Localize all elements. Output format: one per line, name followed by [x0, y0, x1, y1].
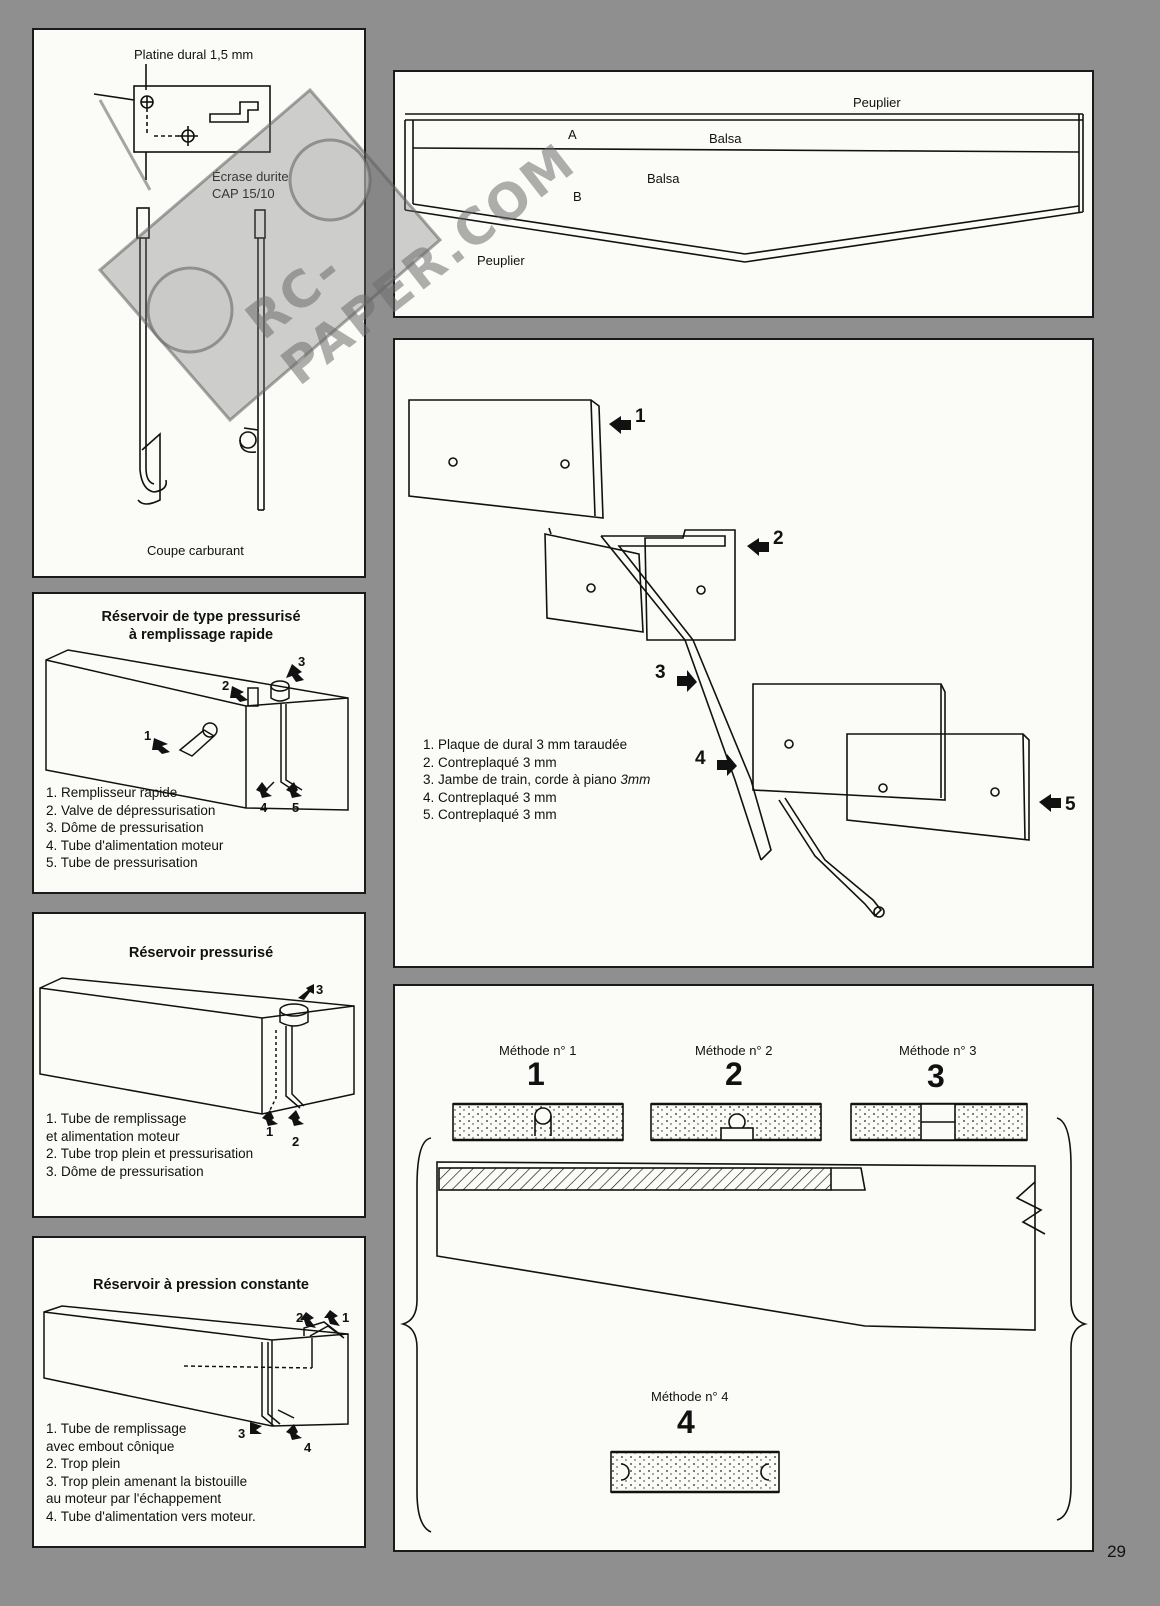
- tank-constant-legend-2: 2. Trop plein: [46, 1456, 121, 1471]
- method-2-number: 2: [725, 1056, 743, 1092]
- fuel-shutoff-drawing: [93, 64, 271, 511]
- tank-rapid-legend-2: 2. Valve de dépressurisation: [46, 802, 216, 818]
- tank-constant-marker-3: 3: [238, 1426, 246, 1441]
- tank-rapid-marker-4: 4: [260, 800, 268, 815]
- gear-legend-item-5: 5. Contreplaqué 3 mm: [423, 807, 557, 822]
- gear-legend-item-4: 4. Contreplaqué 3 mm: [423, 789, 557, 805]
- label-coupe-carburant: Coupe carburant: [147, 543, 244, 558]
- method-2-label: Méthode n° 2: [695, 1043, 773, 1058]
- label-platine: Platine dural 1,5 mm: [134, 47, 254, 62]
- tank-constant-marker-1: 1: [342, 1310, 350, 1325]
- tank-constant-title: Réservoir à pression constante: [93, 1277, 309, 1293]
- gear-marker-3: 3: [655, 662, 666, 683]
- method-3-label: Méthode n° 3: [899, 1043, 977, 1058]
- tank-pressurized-legend-3: 3. Dôme de pressurisation: [46, 1163, 204, 1179]
- label-a: A: [568, 127, 577, 142]
- label-balsa-2: Balsa: [647, 171, 680, 186]
- tank-constant-legend-4: 4. Tube d'alimentation vers moteur.: [46, 1508, 256, 1524]
- tank-pressurized-legend: 1. Tube de remplissage et alimentation m…: [46, 1110, 253, 1180]
- tank-rapid-legend: 1. Remplisseur rapide 2. Valve de dépres…: [46, 784, 223, 872]
- methods-drawing: [400, 1102, 1088, 1533]
- panel-landing-gear: 1 2 3 4 5 1. Plaque de dural 3 mm taraud…: [393, 338, 1094, 968]
- gear-marker-5: 5: [1065, 794, 1076, 815]
- tank-pressurized-title: Réservoir pressurisé: [128, 945, 274, 961]
- tank-pressurized-legend-2: 2. Tube trop plein et pressurisation: [46, 1146, 254, 1161]
- tank-rapid-legend-5: 5. Tube de pressurisation: [46, 855, 198, 870]
- panel-fuel-shutoff: Platine dural 1,5 mm Écrase durite CAP 1…: [32, 28, 366, 578]
- gear-legend-item-2: 2. Contreplaqué 3 mm: [423, 754, 557, 770]
- tank-pressurized-marker-1: 1: [266, 1124, 274, 1139]
- gear-legend-item-1: 1. Plaque de dural 3 mm taraudée: [423, 737, 628, 752]
- method-1-label: Méthode n° 1: [499, 1043, 577, 1058]
- gear-legend-item-3-row: 3. Jambe de train, corde à piano 3mm: [423, 771, 650, 789]
- gear-legend: 1. Plaque de dural 3 mm taraudée 2. Cont…: [423, 736, 650, 824]
- tank-rapid-marker-2: 2: [222, 678, 230, 693]
- panel-tank-rapid-fill: Réservoir de type pressurisé à remplissa…: [32, 592, 366, 894]
- tank-pressurized-marker-3: 3: [316, 982, 324, 997]
- page-number: 29: [1107, 1542, 1126, 1561]
- method-3-number: 3: [927, 1058, 945, 1094]
- tank-pressurized-legend-1b: et alimentation moteur: [46, 1128, 180, 1144]
- tank-rapid-title-1: Réservoir de type pressurisé: [101, 609, 301, 625]
- tank-pressurized-drawing: [39, 977, 355, 1126]
- tank-rapid-legend-4: 4. Tube d'alimentation moteur: [46, 837, 224, 853]
- tank-constant-legend: 1. Tube de remplissage avec embout côniq…: [46, 1420, 256, 1525]
- label-b: B: [573, 189, 582, 204]
- tank-pressurized-legend-1: 1. Tube de remplissage: [46, 1111, 187, 1126]
- tank-constant-legend-3: 3. Trop plein amenant la bistouille: [46, 1473, 248, 1489]
- method-4-label: Méthode n° 4: [651, 1389, 729, 1404]
- tank-rapid-marker-3: 3: [298, 654, 306, 669]
- tank-rapid-drawing: [45, 649, 349, 811]
- panel-tank-constant: Réservoir à pression constante 1 2 3 4 1…: [32, 1236, 366, 1548]
- tank-constant-legend-1b: avec embout cônique: [46, 1438, 175, 1454]
- tank-constant-marker-4: 4: [304, 1440, 312, 1455]
- method-1-number: 1: [527, 1056, 545, 1092]
- gear-legend-item-3: 3. Jambe de train, corde à piano: [423, 772, 617, 787]
- tank-constant-marker-2: 2: [296, 1310, 304, 1325]
- tank-rapid-legend-1: 1. Remplisseur rapide: [46, 785, 178, 800]
- tank-rapid-title-2: à remplissage rapide: [128, 627, 274, 643]
- method-4-number: 4: [677, 1404, 695, 1440]
- panel-tank-pressurized: Réservoir pressurisé 1 2 3 1. Tube de re…: [32, 912, 366, 1218]
- label-peuplier-top: Peuplier: [853, 95, 901, 110]
- tank-constant-legend-3b: au moteur par l'échappement: [46, 1491, 222, 1506]
- panel-wing-section: Peuplier A Balsa Balsa B Peuplier: [393, 70, 1094, 318]
- gear-marker-1: 1: [635, 406, 646, 427]
- tank-pressurized-marker-2: 2: [292, 1134, 300, 1149]
- tank-constant-drawing: [43, 1305, 349, 1440]
- tank-rapid-marker-1: 1: [144, 728, 152, 743]
- label-balsa-1: Balsa: [709, 131, 742, 146]
- gear-marker-4: 4: [695, 748, 706, 769]
- landing-gear-drawing: [408, 399, 1061, 918]
- gear-marker-2: 2: [773, 528, 784, 549]
- gear-legend-item-3-suffix: 3mm: [620, 772, 651, 787]
- tank-constant-legend-1: 1. Tube de remplissage: [46, 1421, 187, 1436]
- wing-section-drawing: [404, 113, 1084, 263]
- panel-methods: Méthode n° 1 Méthode n° 2 Méthode n° 3 1…: [393, 984, 1094, 1552]
- tank-rapid-legend-3: 3. Dôme de pressurisation: [46, 820, 204, 835]
- tank-rapid-marker-5: 5: [292, 800, 300, 815]
- label-peuplier-bottom: Peuplier: [477, 253, 525, 268]
